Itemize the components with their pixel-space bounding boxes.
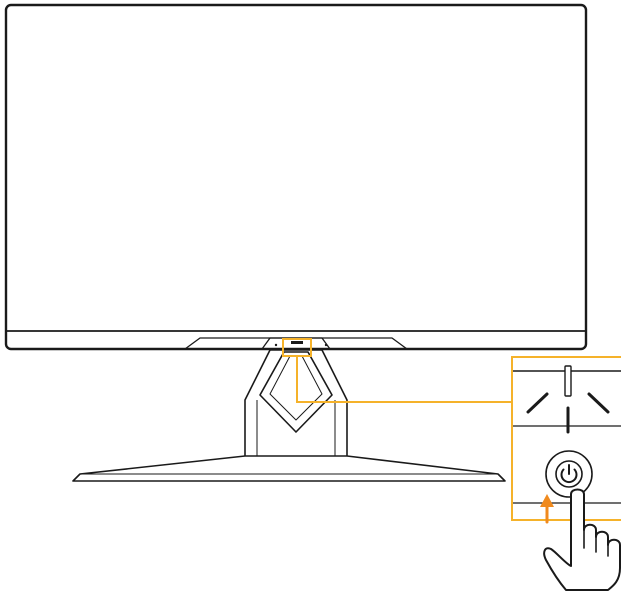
callout-zoom-frame bbox=[511, 356, 621, 521]
led-glow-left bbox=[526, 392, 549, 414]
hand-finger-creases bbox=[583, 529, 609, 557]
stand-base bbox=[72, 455, 506, 482]
led-glow-right bbox=[587, 392, 610, 414]
bezel-logo-mark bbox=[291, 341, 303, 344]
monitor bbox=[4, 3, 588, 351]
power-button-callout bbox=[282, 338, 621, 521]
power-icon bbox=[560, 464, 578, 484]
arrow-up-icon bbox=[540, 494, 554, 524]
hand-pointer-icon bbox=[543, 488, 621, 591]
power-led-icon bbox=[564, 365, 572, 397]
monitor-stand bbox=[72, 349, 506, 482]
zoom-detail bbox=[513, 365, 621, 504]
callout-leader-line bbox=[296, 356, 512, 403]
bezel-led-right bbox=[324, 343, 328, 347]
monitor-screen bbox=[4, 3, 588, 351]
bezel-led-left bbox=[274, 343, 278, 347]
